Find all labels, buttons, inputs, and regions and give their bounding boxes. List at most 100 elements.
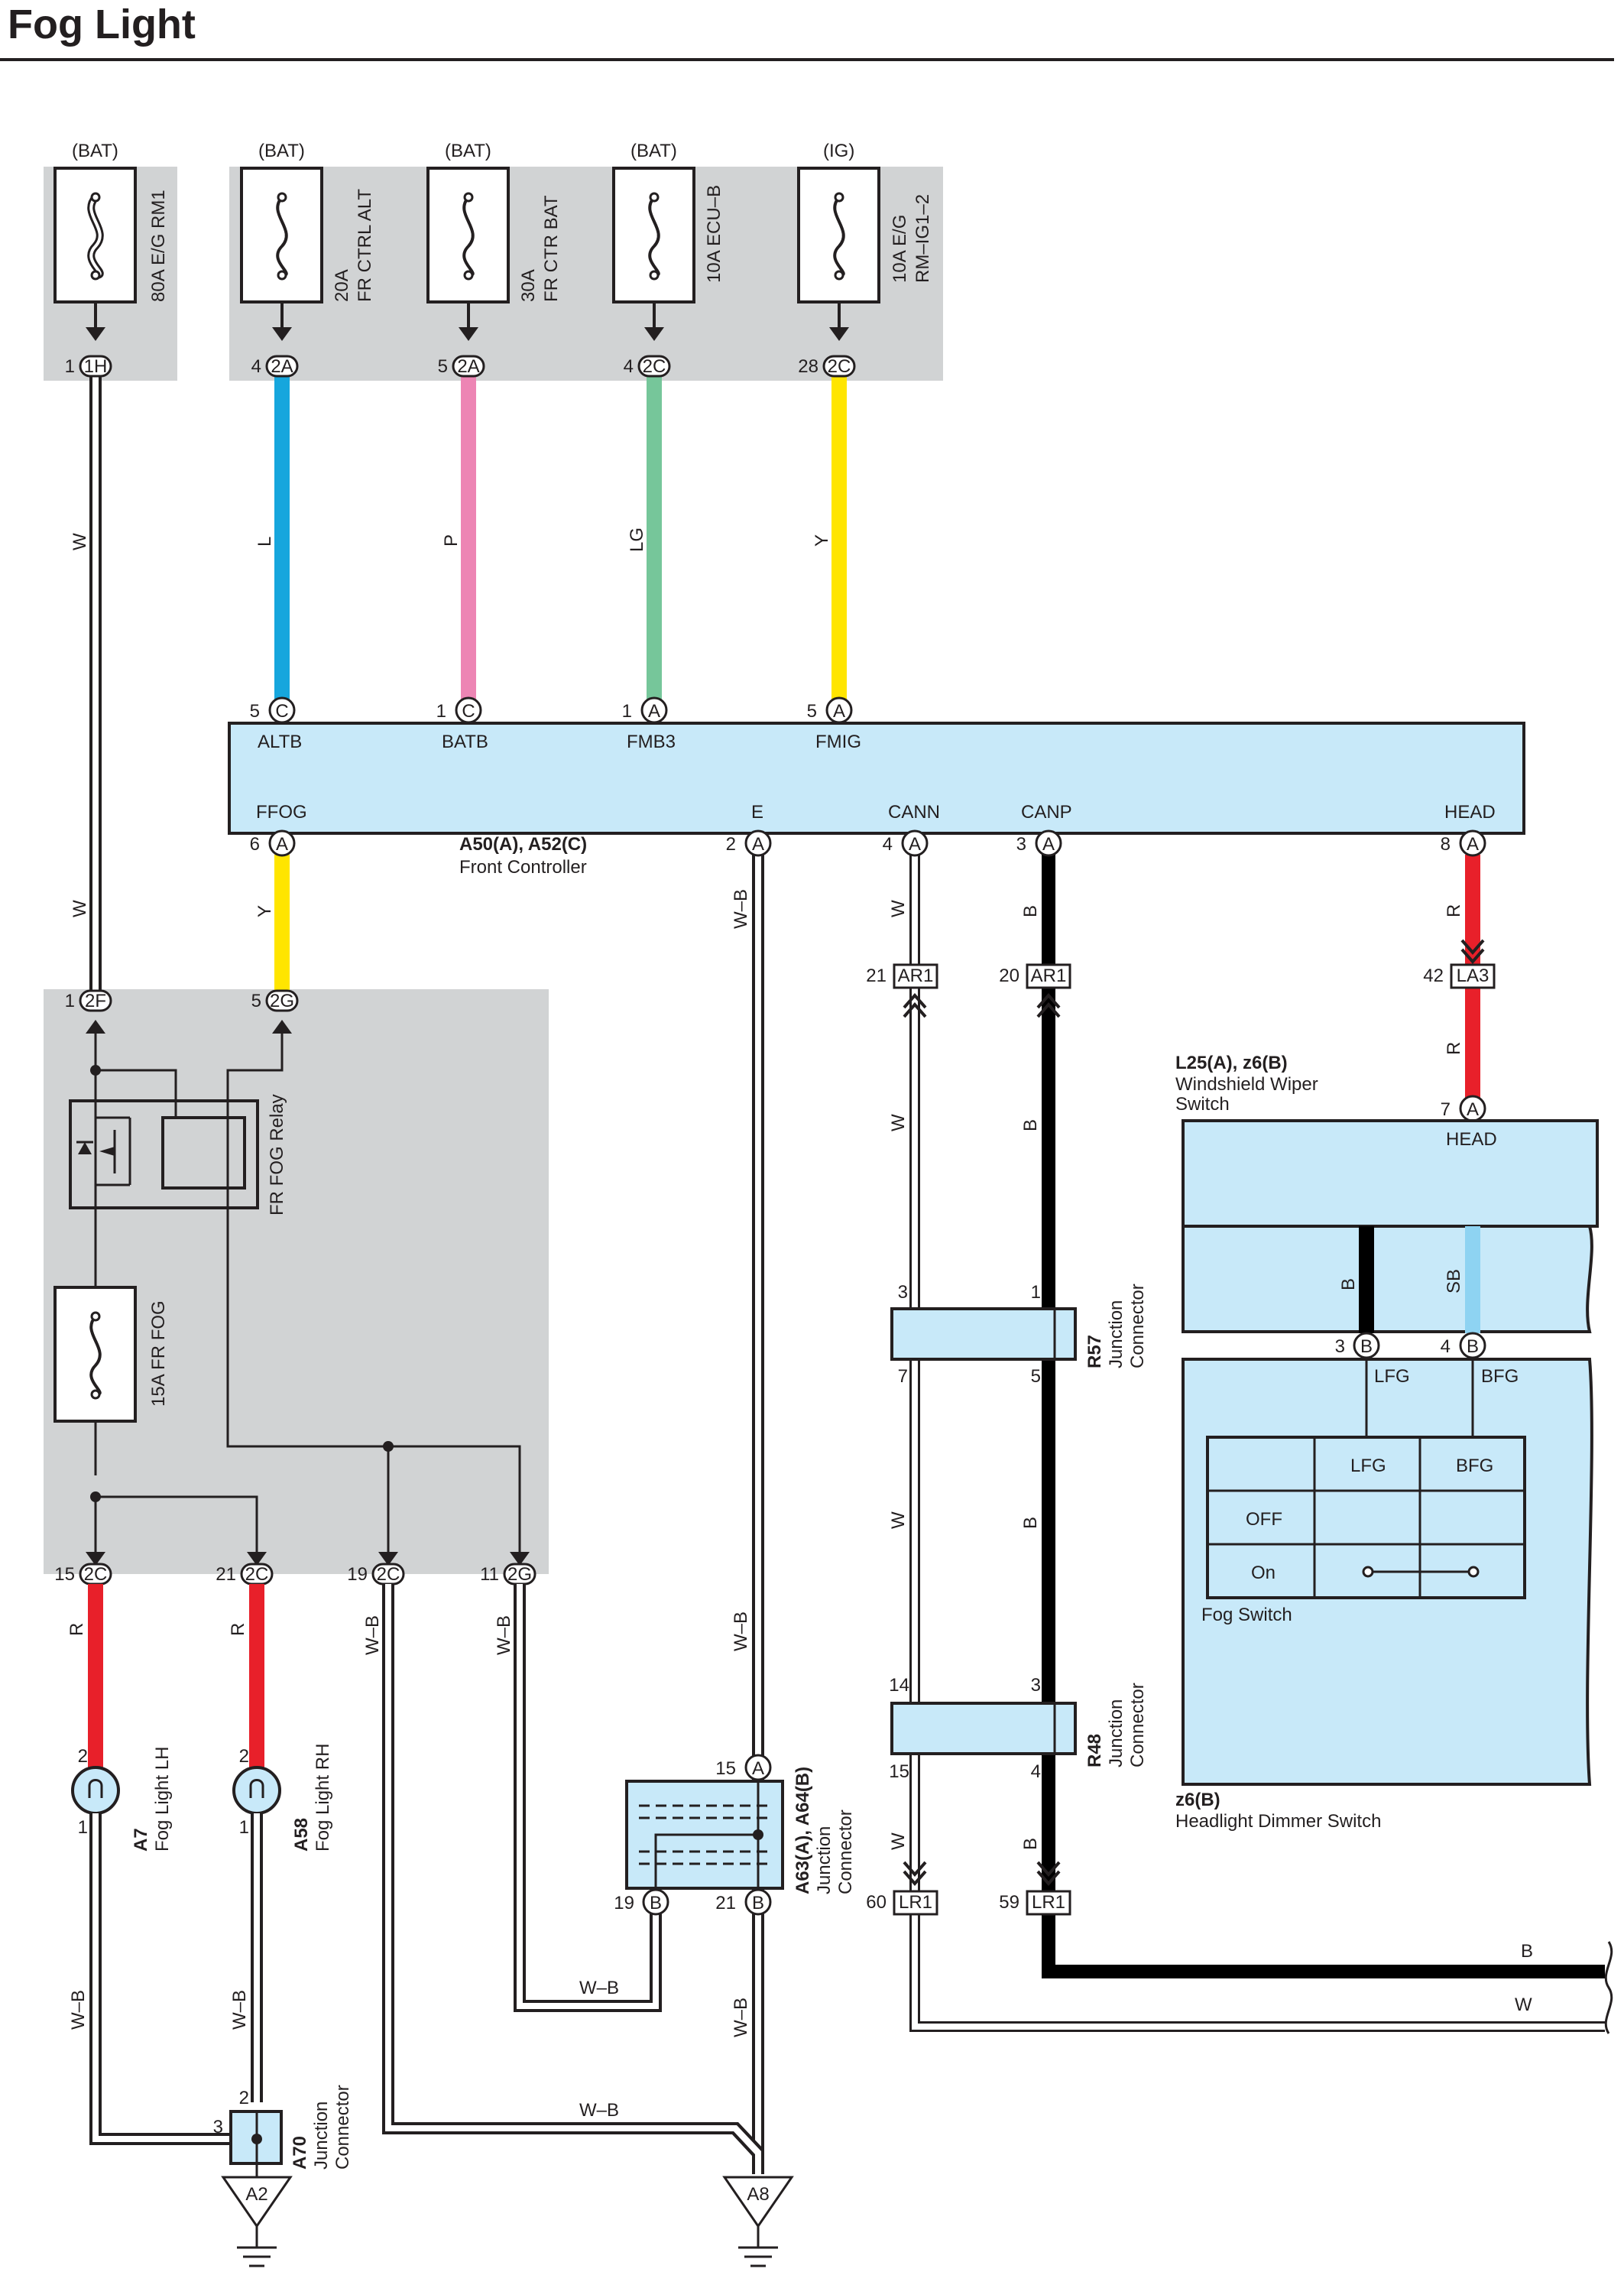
ctrl-bot-pin-4: 3 bbox=[1016, 834, 1026, 855]
bus-wire-b-label: B bbox=[1521, 1941, 1533, 1962]
a70-name: A70 bbox=[290, 2136, 310, 2170]
ground-a2: A2 bbox=[221, 2163, 293, 2267]
r57-desc2: Connector bbox=[1127, 1284, 1148, 1368]
a63-desc2: Connector bbox=[835, 1809, 856, 1894]
ctrl-top-pin-1: 5 bbox=[250, 701, 260, 722]
table-header-bfg: BFG bbox=[1456, 1456, 1493, 1476]
wire-label-wb6: W–B bbox=[731, 1612, 751, 1651]
relay-bot-pin-2: 21 bbox=[216, 1564, 236, 1585]
ar1-left-pin: 21 bbox=[866, 966, 887, 986]
ctrl-term-cann: CANN bbox=[888, 802, 940, 823]
a64-left-conn: B bbox=[650, 1893, 662, 1913]
ctrl-term-e: E bbox=[751, 802, 763, 823]
fuse-label-1: 80A E/G RM1 bbox=[148, 190, 169, 302]
r57-pin-7: 7 bbox=[898, 1366, 908, 1387]
fuse-20a bbox=[240, 167, 323, 341]
fuse-conn-4: 2C bbox=[643, 356, 666, 377]
inline-connectors-upper: AR1 21 AR1 20 LA3 42 bbox=[866, 939, 1496, 1018]
switch-wire-sb: SB bbox=[1444, 1269, 1464, 1293]
r57-pin-5: 5 bbox=[1031, 1366, 1041, 1387]
wire-label-wb9: W–B bbox=[229, 1990, 250, 2030]
ctrl-bot-conn-1: A bbox=[276, 834, 288, 855]
relay-bot-pin-4: 11 bbox=[480, 1564, 499, 1585]
lh-desc: Fog Light LH bbox=[152, 1747, 173, 1852]
controller-name: A50(A), A52(C) bbox=[459, 834, 587, 855]
wire-label-wb2: W–B bbox=[362, 1615, 383, 1655]
a64-right-conn: B bbox=[752, 1893, 764, 1913]
fuse-pin-1: 1 bbox=[65, 356, 75, 377]
fuse-conn-5: 2C bbox=[828, 356, 851, 377]
wire-label-w6: W bbox=[888, 1832, 909, 1850]
fuse-pin-5: 28 bbox=[798, 356, 818, 377]
relay-block-panel bbox=[44, 989, 549, 1574]
rh-pin-bot: 1 bbox=[239, 1817, 249, 1838]
mid-wire-labels: W B R W B W B bbox=[888, 1042, 1464, 1850]
relay-bot-conn-1: 2C bbox=[84, 1564, 108, 1585]
lr1-right-pin: 59 bbox=[999, 1892, 1019, 1913]
fuse-symbols bbox=[53, 167, 880, 341]
ctrl-bot-pin-1: 6 bbox=[250, 834, 260, 855]
switch-desc1: Windshield Wiper bbox=[1175, 1074, 1318, 1095]
wire-label-y2: Y bbox=[254, 905, 275, 917]
wire-label-w3: W bbox=[888, 900, 909, 917]
ground-a8: A8 bbox=[722, 2176, 794, 2267]
junction-r57: 3 1 7 5 R57 Junction Connector bbox=[890, 1282, 1148, 1387]
wire-label-r1: R bbox=[1444, 904, 1464, 917]
ctrl-bot-conn-2: A bbox=[752, 834, 764, 855]
wire-label-wb3: W–B bbox=[579, 2100, 619, 2121]
ctrl-term-head: HEAD bbox=[1444, 802, 1496, 823]
rh-name: A58 bbox=[291, 1818, 312, 1852]
fuse-80a bbox=[53, 167, 137, 341]
fuse-connectors: 1H 1 2A 4 2A 5 2C 4 2C 28 bbox=[65, 355, 856, 378]
top-wire-labels: W L P LG Y bbox=[70, 527, 832, 552]
fuse-label-2b: FR CTRL ALT bbox=[355, 189, 375, 302]
controller-desc: Front Controller bbox=[459, 857, 587, 878]
lh-pin-top: 2 bbox=[78, 1746, 88, 1767]
table-row-on: On bbox=[1251, 1563, 1276, 1583]
a70-pin-left: 3 bbox=[213, 2117, 223, 2137]
fuse-labels: 80A E/G RM1 20A FR CTRL ALT 30A FR CTR B… bbox=[148, 185, 933, 302]
fuse-source-1: (BAT) bbox=[72, 141, 118, 161]
fog-light-lh: 2 1 A7 Fog Light LH bbox=[71, 1746, 173, 1852]
page-title: Fog Light bbox=[8, 2, 196, 47]
lr1-left-conn: LR1 bbox=[899, 1892, 932, 1913]
switch-name: L25(A), z6(B) bbox=[1175, 1053, 1288, 1073]
relay-bot-pin-3: 19 bbox=[347, 1564, 368, 1585]
fuse-conn-1: 1H bbox=[84, 356, 108, 377]
dimmer-name: z6(B) bbox=[1175, 1790, 1220, 1810]
relay-block: 2F 1 2G 5 FR FOG Relay bbox=[53, 989, 536, 1586]
table-header-lfg: LFG bbox=[1350, 1456, 1386, 1476]
ctrl-top-pin-3: 1 bbox=[622, 701, 632, 722]
fuse-10a-ig bbox=[797, 167, 880, 341]
a63-top-pin: 15 bbox=[715, 1758, 736, 1779]
ctrl-top-pin-4: 5 bbox=[807, 701, 817, 722]
ctrl-bot-conn-4: A bbox=[1042, 834, 1055, 855]
ctrl-bot-conn-5: A bbox=[1467, 834, 1479, 855]
switch-head-term: HEAD bbox=[1446, 1129, 1497, 1150]
fuse-conn-3: 2A bbox=[457, 356, 479, 377]
ctrl-bot-conn-3: A bbox=[909, 834, 921, 855]
wire-label-wb4: W–B bbox=[494, 1615, 514, 1655]
wire-label-r2: R bbox=[1444, 1042, 1464, 1055]
fog-light-rh: 2 1 A58 Fog Light RH bbox=[232, 1744, 333, 1852]
fuse-source-5: (IG) bbox=[823, 141, 854, 161]
r48-pin-14: 14 bbox=[889, 1675, 909, 1696]
ctrl-term-ffog: FFOG bbox=[256, 802, 307, 823]
relay-fuse-label: 15A FR FOG bbox=[148, 1300, 169, 1407]
a64-left-pin: 19 bbox=[614, 1893, 634, 1913]
wire-label-wb5: W–B bbox=[579, 1978, 619, 1998]
wire-label-w1: W bbox=[70, 533, 90, 550]
relay-top-conn-2: 2G bbox=[270, 991, 294, 1011]
a70-desc1: Junction bbox=[311, 2102, 332, 2170]
lh-name: A7 bbox=[131, 1828, 151, 1852]
fuse-pin-3: 5 bbox=[438, 356, 448, 377]
ar1-left-conn: AR1 bbox=[898, 966, 934, 986]
switch-pin3-conn: B bbox=[1360, 1336, 1373, 1357]
lr1-left-pin: 60 bbox=[866, 1892, 887, 1913]
switch-pin4: 4 bbox=[1441, 1336, 1451, 1357]
relay-top-pin-2: 5 bbox=[251, 991, 261, 1011]
junction-r48: 14 3 15 4 R48 Junction Connector bbox=[889, 1675, 1148, 1782]
fuse-label-3b: FR CTR BAT bbox=[541, 195, 562, 302]
ctrl-term-batb: BATB bbox=[442, 732, 488, 752]
